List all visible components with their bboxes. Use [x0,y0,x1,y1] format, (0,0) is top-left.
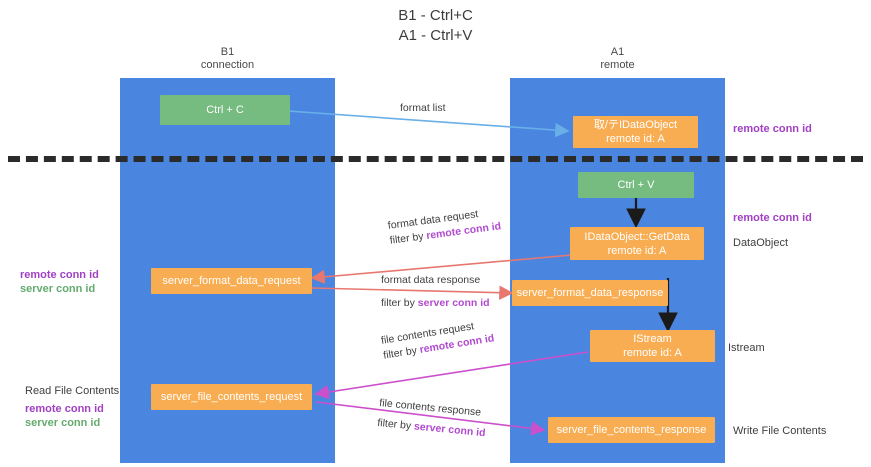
annotation-istream: Istream [728,342,765,354]
annotation-write-file-contents: Write File Contents [733,425,827,437]
annotation-left-remote-conn-id: remote conn id [20,269,99,281]
node-idataobject-line2: remote id: A [606,133,665,145]
fcres-key: server conn id [413,420,487,440]
node-istream-line2: remote id: A [623,347,682,359]
node-ctrl-c[interactable]: Ctrl + C [160,95,290,125]
node-server-format-data-response[interactable]: server_format_data_response [512,280,668,306]
page-title: B1 - Ctrl+C A1 - Ctrl+V [0,6,871,46]
lane-header-b1: B1 connection [120,46,335,72]
node-idataobject-line1: 取/テIDataObject [593,119,678,131]
node-getdata-line2: remote id: A [607,244,667,257]
node-ctrl-v[interactable]: Ctrl + V [578,172,694,198]
lane-header-a1: A1 remote [510,46,725,72]
section-divider [8,156,863,162]
node-server-format-data-request[interactable]: server_format_data_request [151,268,312,294]
node-server-file-contents-request[interactable]: server_file_contents_request [151,384,312,410]
edge-label-format-data-request: format data request filter by remote con… [387,204,502,248]
node-server-format-data-response-label: server_format_data_response [516,287,664,299]
edge-label-format-data-response-line2: filter by server conn id [381,296,490,311]
annotation-left-server-conn-id: server conn id [20,283,96,295]
edge-label-file-contents-request: file contents request filter by remote c… [380,316,495,363]
edge-label-format-data-response-line1: format data response [381,274,481,286]
annotation-dataobject: DataObject [733,237,789,249]
lane-a1-role: remote [600,59,635,71]
node-server-file-contents-response-label: server_file_contents_response [556,424,707,436]
node-server-file-contents-request-label: server_file_contents_request [160,391,303,403]
node-idataobject[interactable]: 取/テIDataObject remote id: A [573,116,698,148]
edge-label-format-list: format list [400,101,446,116]
node-ctrl-c-label: Ctrl + C [206,104,244,116]
node-getdata-line1: IDataObject::GetData [584,230,690,243]
annotation-left-bottom-remote-conn-id: remote conn id [25,403,104,415]
fdres-key: server conn id [417,297,490,309]
fcres-prefix: filter by [376,416,415,433]
lane-a1-name: A1 [610,46,625,58]
node-ctrl-v-label: Ctrl + V [617,179,655,191]
node-server-file-contents-response[interactable]: server_file_contents_response [548,417,715,443]
node-idataobject-getdata[interactable]: IDataObject::GetData remote id: A [570,227,704,260]
title-line-2: A1 - Ctrl+V [398,27,473,44]
annotation-right-remote-conn-id-top: remote conn id [733,123,812,135]
lane-b1-name: B1 [220,46,235,58]
edge-label-format-data-response: format data response filter by server co… [381,273,490,311]
annotation-read-file-contents: Read File Contents [25,385,120,397]
node-server-format-data-request-label: server_format_data_request [162,275,301,287]
lane-b1-role: connection [200,59,255,71]
annotation-right-remote-conn-id-mid: remote conn id [733,212,812,224]
node-istream[interactable]: IStream remote id: A [590,330,715,362]
annotation-left-bottom-server-conn-id: server conn id [25,417,101,429]
edge-label-file-contents-response: file contents response filter by server … [377,396,488,441]
fdres-prefix: filter by [381,297,418,309]
edge-label-format-list-text: format list [400,102,446,114]
fdreq-prefix: filter by [389,230,428,247]
node-istream-line1: IStream [633,333,672,345]
title-line-1: B1 - Ctrl+C [398,7,473,24]
